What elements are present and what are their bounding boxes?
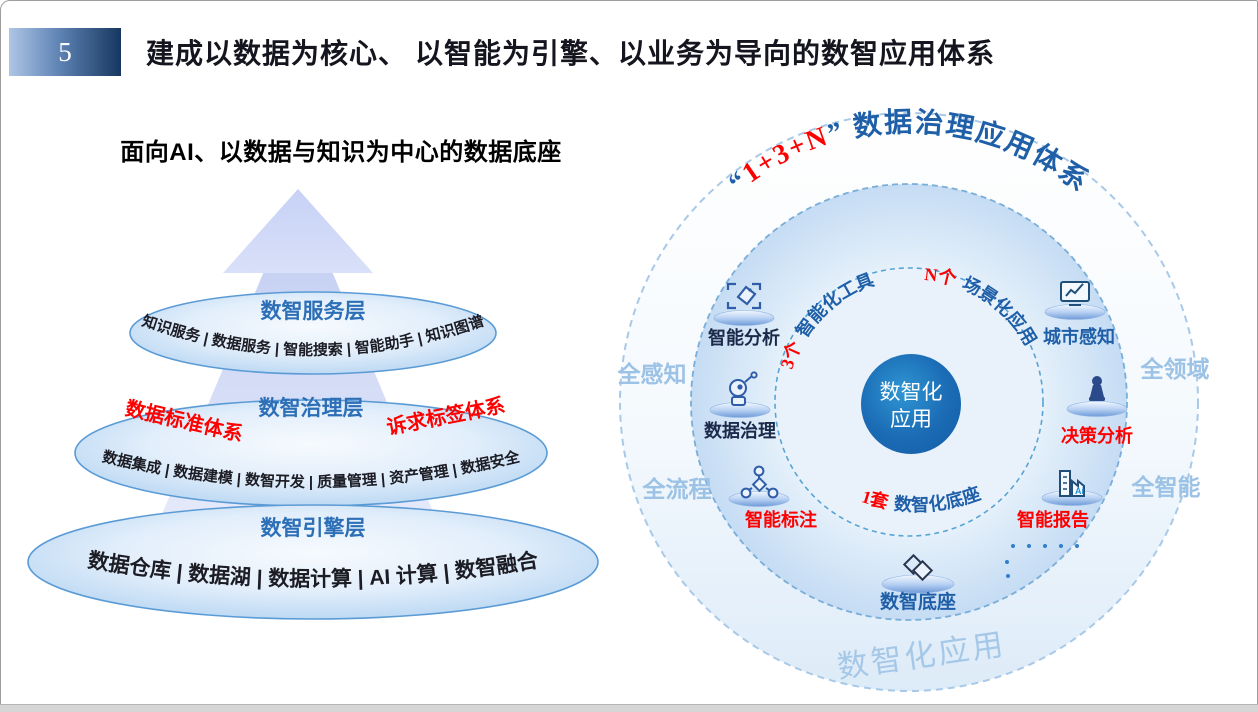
node-data-governance: 数据治理 [704, 371, 776, 441]
center-label-line1: 数智化 [880, 380, 943, 404]
platform [881, 574, 955, 594]
chess-pawn-icon [1089, 376, 1105, 401]
outer-label-intelligence: 全智能 [1131, 474, 1201, 500]
node-label: 数智底座 [880, 590, 956, 613]
network-nodes-icon [740, 465, 779, 499]
platform [728, 491, 790, 507]
node-label: 智能分析 [708, 327, 780, 348]
slide-title: 建成以数据为核心、 以智能为引擎、以业务为导向的数智应用体系 [146, 39, 996, 70]
node-label: 决策分析 [1061, 425, 1133, 446]
building-ai-icon: Ai [1059, 470, 1085, 497]
slide-number: 5 [58, 36, 72, 67]
center-label-line2: 应用 [890, 407, 932, 431]
diamond-stack-icon [902, 553, 934, 582]
center-circle [861, 354, 961, 454]
platform [1044, 304, 1106, 320]
node-label: 智能标注 [745, 509, 817, 530]
pyramid-diagram: 数智服务层 知识服务 | 数据服务 | 智能搜索 | 智能助手 | 知识图谱 数… [27, 189, 599, 620]
node-label: 城市感知 [1043, 326, 1115, 347]
node-city-sensing: 城市感知 [1043, 281, 1115, 347]
layer-1-name: 数智服务层 [261, 299, 366, 323]
pyramid-layer-governance: 数智治理层 数据标准体系 诉求标签体系 数据集成 | 数据建模 | 数智开发 |… [74, 393, 548, 507]
pyramid-layer-service: 数智服务层 知识服务 | 数据服务 | 智能搜索 | 智能助手 | 知识图谱 [129, 291, 497, 375]
circles-diagram: “1+3+N” 数据治理应用体系 3个智能化工具 N个场景化应用 1套数智化底座 [617, 106, 1210, 692]
outer-label-domain: 全领域 [1140, 356, 1210, 382]
arrow-up-head [223, 189, 373, 273]
slide-number-box: 5 [9, 28, 121, 76]
window-bottom-strip [0, 704, 1258, 712]
monitor-chart-icon [1060, 281, 1090, 306]
outer-label-process: 全流程 [642, 476, 712, 502]
platform [1066, 401, 1128, 417]
pyramid-layer-engine: 数智引擎层 数据仓库 | 数据湖 | 数据计算 | AI 计算 | 数智融合 [27, 504, 599, 620]
node-decision-analysis: 决策分析 [1061, 376, 1133, 446]
dots-decoration [1005, 544, 1079, 578]
node-label: 智能报告 [1017, 509, 1089, 530]
node-intelligent-report: Ai 智能报告 [1017, 470, 1103, 530]
robot-icon [729, 371, 758, 406]
node-intelligent-analysis: 智能分析 [708, 282, 780, 348]
svg-text:Ai: Ai [1075, 486, 1084, 496]
outer-label-perception: 全感知 [617, 361, 687, 387]
node-intelligent-annotation: 智能标注 [728, 465, 817, 530]
node-label: 数据治理 [704, 420, 776, 441]
platform [713, 310, 775, 326]
layer-2-name: 数智治理层 [259, 396, 364, 420]
layer-3-name: 数智引擎层 [261, 516, 366, 540]
left-diagram-title: 面向AI、以数据与知识为中心的数据底座 [120, 139, 562, 166]
node-digital-base: 数智底座 [880, 553, 956, 613]
tag-scan-icon [726, 282, 762, 310]
